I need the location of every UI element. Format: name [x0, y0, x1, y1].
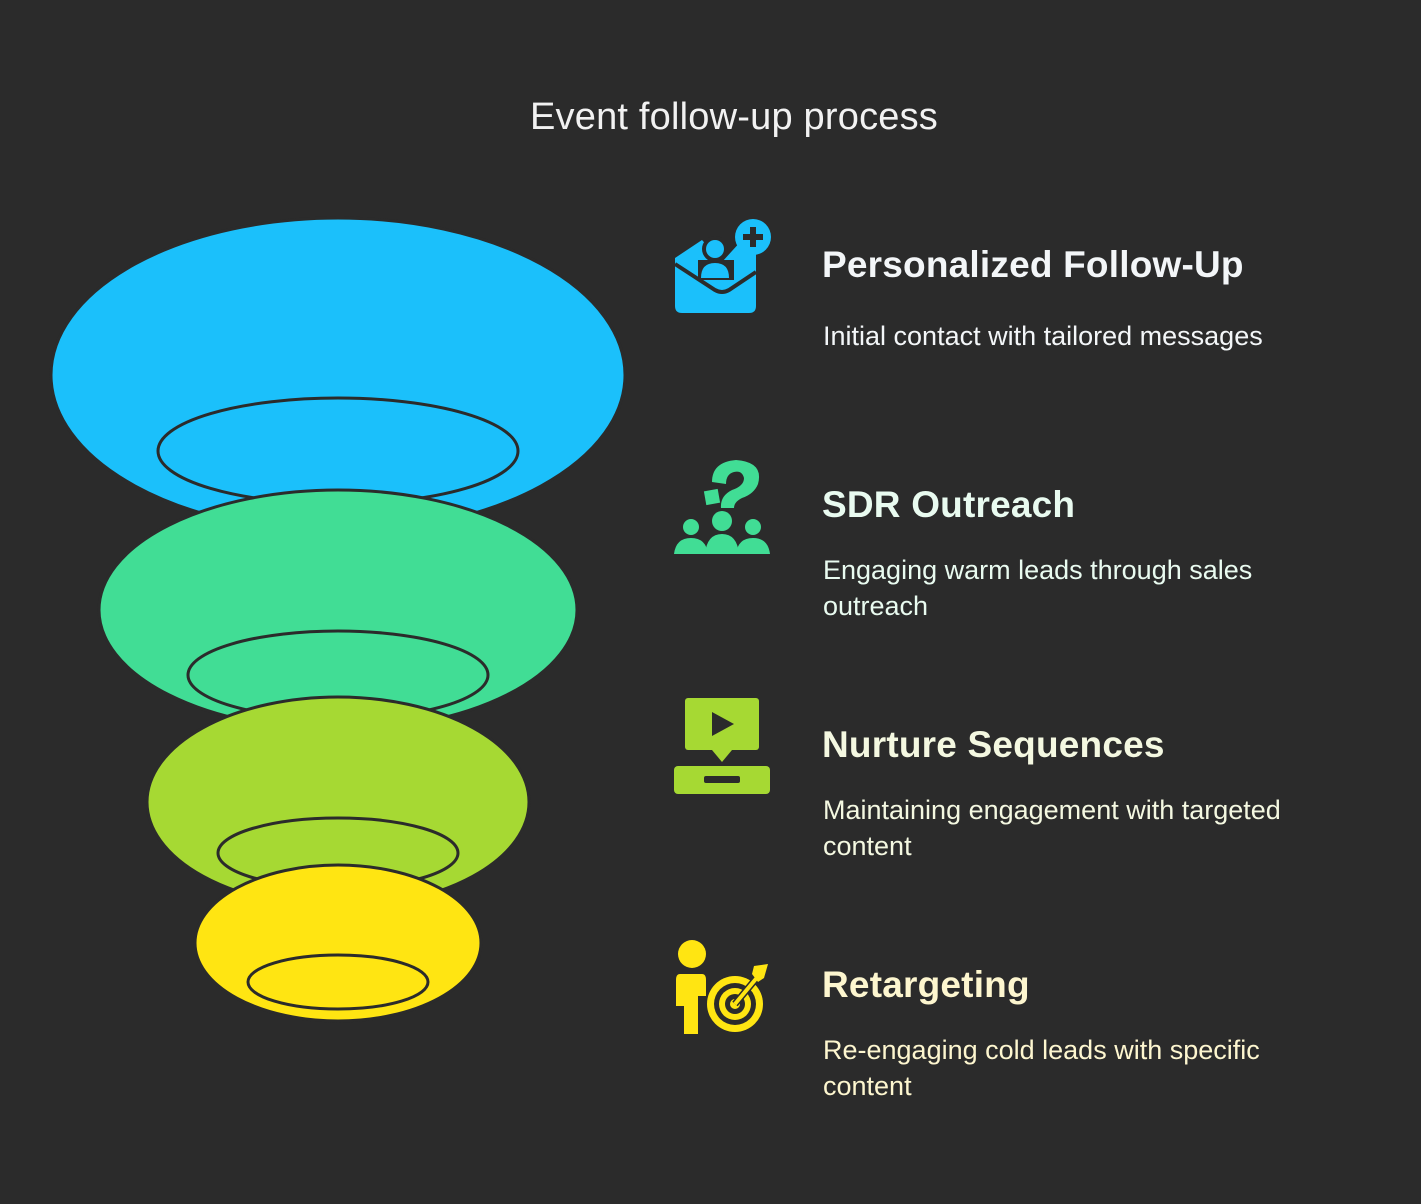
funnel-layer-personalized-follow-up — [49, 216, 627, 534]
stage-heading-personalized-follow-up: Personalized Follow-Up — [822, 244, 1244, 285]
envelope-user-plus-icon — [673, 219, 771, 313]
stage-heading-retargeting: Retargeting — [822, 964, 1030, 1005]
funnel-diagram — [49, 216, 627, 1023]
funnel-layer-sdr-outreach — [97, 488, 579, 732]
diagram-title: Event follow-up process — [529, 96, 939, 138]
stage-description-sdr-outreach: Engaging warm leads through sales outrea… — [823, 555, 1253, 621]
person-target-icon — [676, 940, 768, 1034]
video-laptop-icon — [674, 698, 770, 794]
stage-heading-sdr-outreach: SDR Outreach — [822, 484, 1076, 525]
funnel-layer-retargeting — [193, 863, 483, 1023]
group-question-icon — [674, 460, 770, 554]
stage-description-personalized-follow-up: Initial contact with tailored messages — [823, 321, 1263, 351]
stage-heading-nurture-sequences: Nurture Sequences — [822, 724, 1165, 765]
stage-description-retargeting: Re-engaging cold leads with specific con… — [823, 1035, 1260, 1101]
stage-description-nurture-sequences: Maintaining engagement with targeted con… — [823, 795, 1281, 861]
